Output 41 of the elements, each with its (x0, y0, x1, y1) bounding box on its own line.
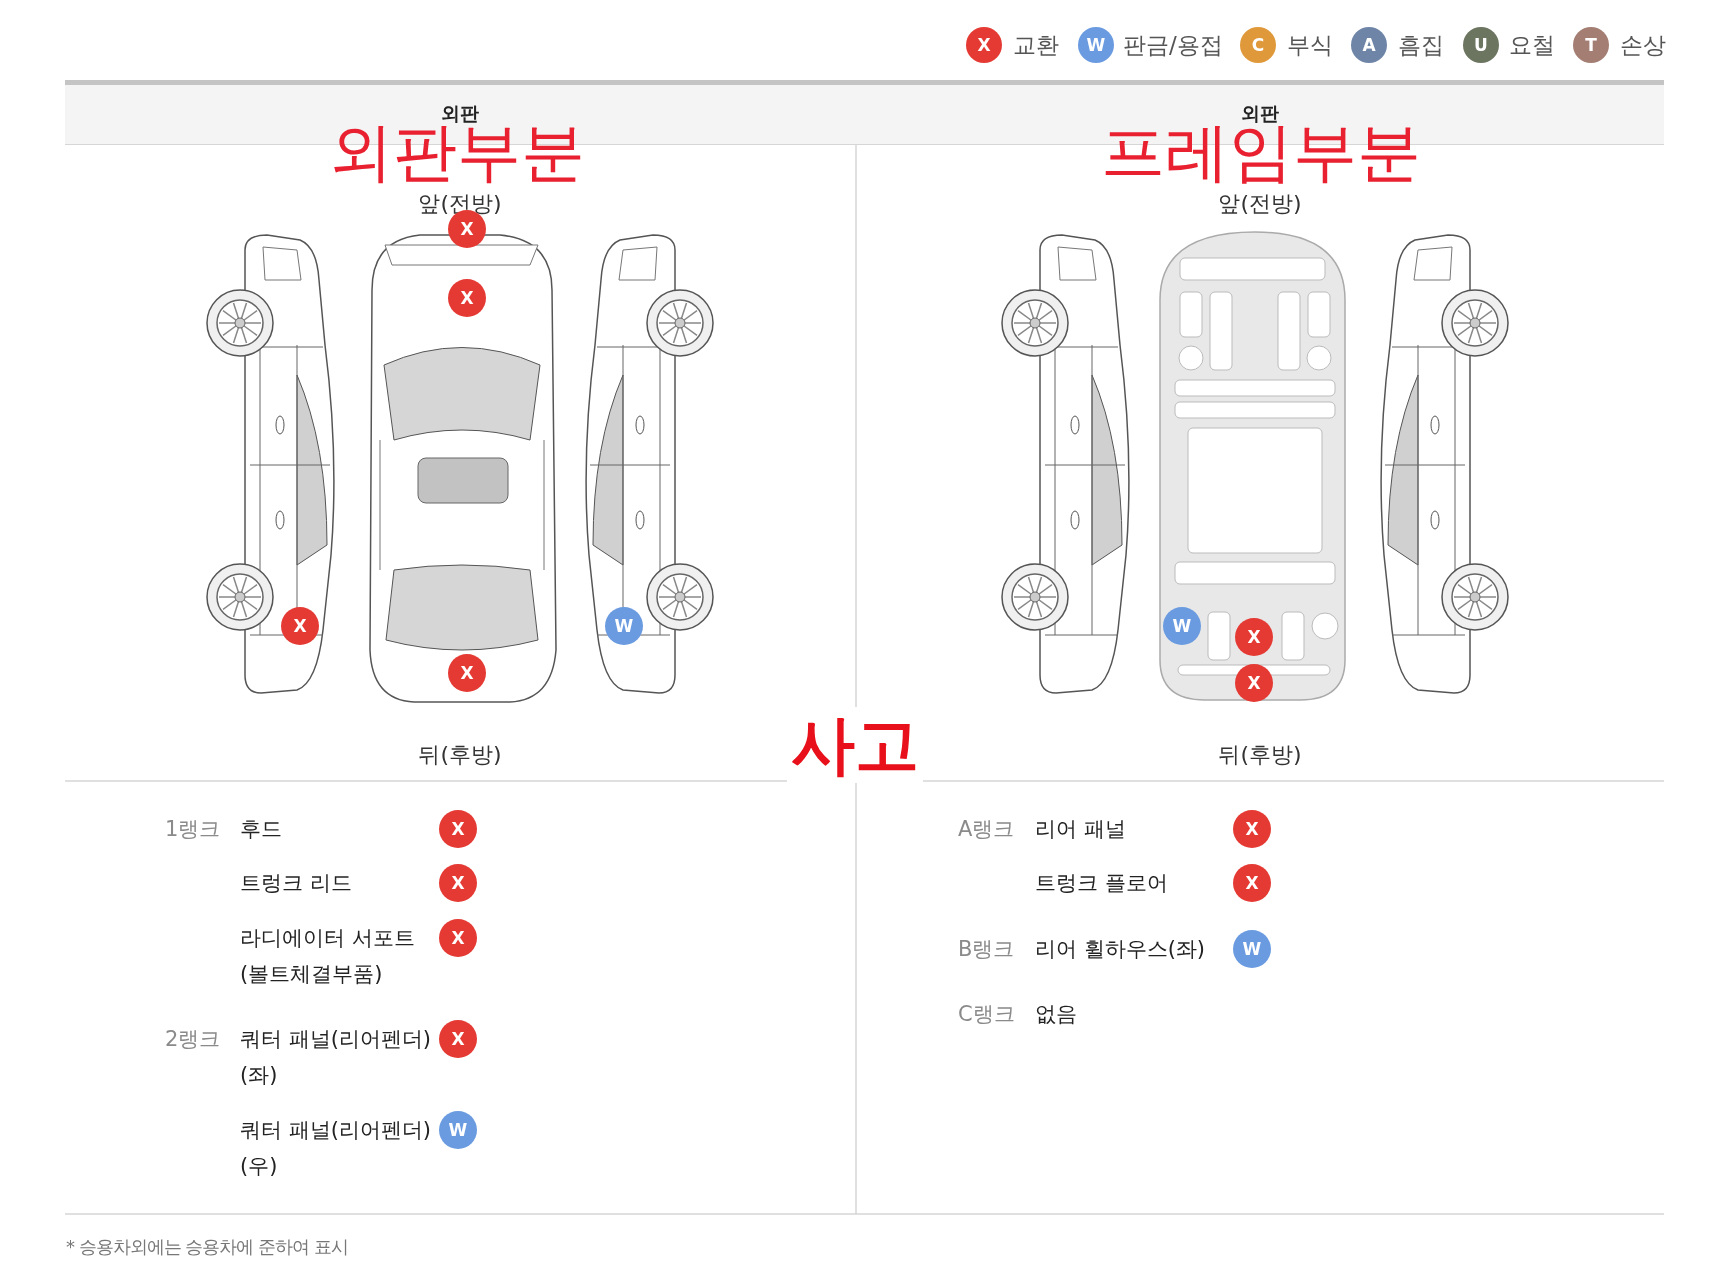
part-name: 후드 (240, 816, 283, 843)
rank-label: 1랭크 (165, 816, 221, 843)
part-name: 트렁크 리드 (240, 870, 353, 897)
part-name: 라디에이터 서포트 (볼트체결부품) (240, 925, 416, 988)
legend-swatch: U (1463, 27, 1499, 63)
legend-label: 손상 (1620, 31, 1666, 60)
part-name: 없음 (1035, 1001, 1078, 1028)
accident-stamp: 사고 (787, 707, 923, 783)
status-mark: X (1233, 810, 1271, 848)
section-heading: 외판 (441, 101, 479, 126)
rank-label: C랭크 (958, 1001, 1015, 1028)
view-label: 뒤(후방) (418, 741, 502, 769)
part-name: 쿼터 패널(리어펜더) (좌) (240, 1026, 433, 1089)
legend-label: 교환 (1013, 31, 1059, 60)
status-mark: X (439, 1020, 477, 1058)
footnote: * 승용차외에는 승용차에 준하여 표시 (66, 1235, 348, 1259)
status-mark: X (439, 864, 477, 902)
status-mark: X (439, 919, 477, 957)
legend-swatch: W (1078, 27, 1114, 63)
legend-swatch: C (1240, 27, 1276, 63)
status-mark: W (439, 1111, 477, 1149)
legend-label: 요철 (1509, 31, 1555, 60)
legend-swatch: T (1573, 27, 1609, 63)
rank-label: 2랭크 (165, 1026, 221, 1053)
part-name: 리어 휠하우스(좌) (1035, 936, 1207, 963)
status-mark: W (1233, 930, 1271, 968)
legend-label: 흠집 (1398, 31, 1444, 60)
view-label: 앞(전방) (1218, 190, 1302, 218)
legend-label: 부식 (1287, 31, 1333, 60)
legend-swatch: A (1351, 27, 1387, 63)
rank-label: B랭크 (958, 936, 1015, 963)
legend-label: 판금/용접 (1123, 31, 1223, 60)
part-name: 쿼터 패널(리어펜더) (우) (240, 1117, 433, 1180)
status-mark: X (439, 810, 477, 848)
view-label: 뒤(후방) (1218, 741, 1302, 769)
rank-label: A랭크 (958, 816, 1015, 843)
part-name: 트렁크 플로어 (1035, 870, 1169, 897)
section-heading: 외판 (1241, 101, 1279, 126)
legend-swatch: X (966, 27, 1002, 63)
status-mark: X (1233, 864, 1271, 902)
part-name: 리어 패널 (1035, 816, 1127, 843)
